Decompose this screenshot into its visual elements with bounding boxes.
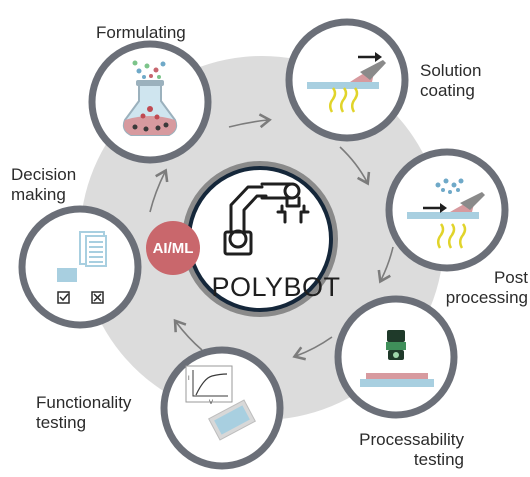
blade-coating-icon xyxy=(307,52,386,113)
node-functionality-testing: V I xyxy=(160,346,284,470)
ai-ml-badge xyxy=(146,221,200,275)
center-label-polybot: POLYBOT xyxy=(211,272,341,302)
arrow-functionality-to-decision xyxy=(173,318,203,351)
flask-icon xyxy=(122,60,178,136)
documents-icon xyxy=(57,231,107,304)
label-post-processing-line1: Post xyxy=(493,268,528,287)
label-decision-making-line2: making xyxy=(11,185,66,204)
label-decision-making-line1: Decision xyxy=(11,165,77,184)
svg-text:V: V xyxy=(209,400,213,406)
heat-icon xyxy=(437,223,467,249)
label-solution-coating-line2: coating xyxy=(420,81,475,100)
label-solution-coating-line1: Solution xyxy=(420,61,482,80)
arrow-formulating-to-coating xyxy=(228,113,272,129)
label-functionality-testing: Functionality testing xyxy=(36,393,131,433)
node-processability-testing xyxy=(334,295,458,419)
post-processing-icon xyxy=(407,178,485,249)
svg-text:I: I xyxy=(188,376,190,382)
node-solution-coating xyxy=(285,18,409,142)
arrow-coating-to-post xyxy=(339,146,371,186)
ai-ml-badge-label: AI/ML xyxy=(152,240,194,257)
label-solution-coating: Solution coating xyxy=(420,61,481,101)
label-functionality-testing-line1: Functionality xyxy=(36,393,132,412)
arrow-processability-to-functionality xyxy=(292,336,333,361)
label-post-processing: Post processing xyxy=(430,268,528,308)
label-processability-testing-line2: testing xyxy=(413,450,464,469)
device-film-icon xyxy=(208,399,256,441)
iv-plot-icon: V I xyxy=(185,365,233,406)
label-post-processing-line2: processing xyxy=(445,288,528,307)
label-processability-testing: Processability testing xyxy=(330,430,464,470)
label-formulating: Formulating xyxy=(96,23,186,42)
label-decision-making: Decision making xyxy=(11,165,76,205)
microscope-icon xyxy=(360,330,434,387)
label-functionality-testing-line2: testing xyxy=(36,413,87,432)
arrow-decision-to-formulating xyxy=(149,168,169,213)
robot-arm-icon xyxy=(223,182,310,256)
label-processability-testing-line1: Processability xyxy=(359,430,464,449)
arrow-post-to-processability xyxy=(377,246,394,284)
node-formulating xyxy=(88,40,212,164)
heat-icon xyxy=(329,87,359,113)
cycle-arrows xyxy=(149,113,394,361)
node-decision-making xyxy=(18,205,142,329)
node-post-processing xyxy=(385,148,509,272)
